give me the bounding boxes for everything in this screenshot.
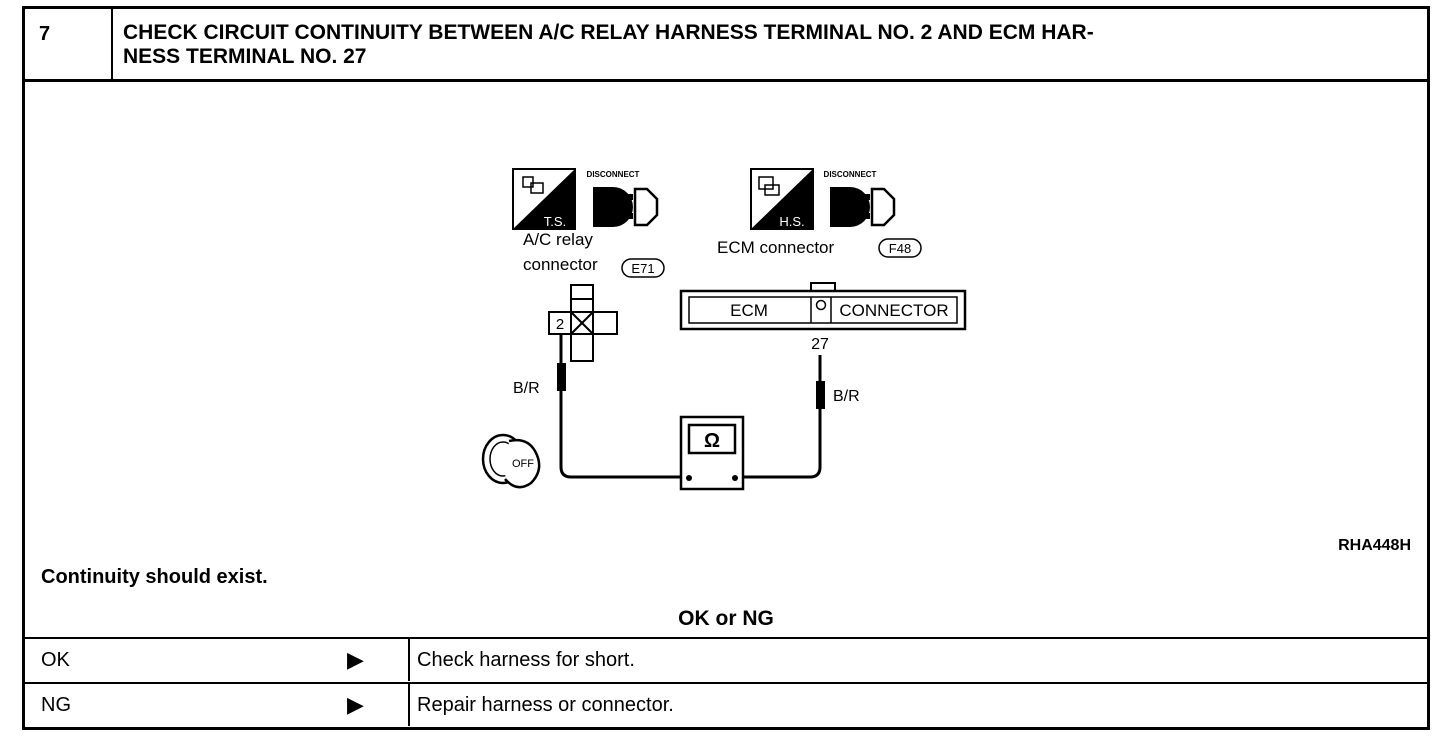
test-wires [559, 334, 822, 479]
hs-icon: H.S. [750, 168, 814, 230]
ts-label: T.S. [544, 214, 566, 229]
ecm-box-right: CONNECTOR [839, 301, 948, 320]
ecm-connector: ECM CONNECTOR 27 [679, 282, 967, 353]
step-number: 7 [25, 9, 113, 79]
wiring-diagram: T.S. DISCONNECT H.S. DISCONNECT A/C r [481, 168, 967, 491]
relay-connector: 2 [548, 284, 618, 362]
disconnect-label: DISCONNECT [824, 170, 877, 179]
column-divider [408, 639, 410, 681]
result-label: OK [41, 649, 70, 671]
spec-text: Continuity should exist. [41, 566, 268, 588]
ecm-terminal: 27 [811, 336, 829, 353]
ecm-code: F48 [889, 241, 911, 256]
ts-icon: T.S. [512, 168, 576, 230]
disconnect-icon: DISCONNECT [587, 170, 659, 227]
ignition-key-icon: OFF [481, 433, 541, 489]
key-label: OFF [512, 458, 534, 470]
procedure-frame: 7 CHECK CIRCUIT CONTINUITY BETWEEN A/C R… [22, 6, 1430, 730]
column-divider [408, 684, 410, 726]
ecm-box-left: ECM [730, 301, 768, 320]
result-row-ok: OK ▶ Check harness for short. [25, 637, 1427, 681]
disconnect-label: DISCONNECT [587, 170, 640, 179]
step-title: CHECK CIRCUIT CONTINUITY BETWEEN A/C REL… [123, 21, 1094, 68]
ohm-symbol: Ω [704, 430, 720, 452]
disconnect-icon: DISCONNECT [824, 170, 896, 227]
wire-color-right: B/R [833, 388, 860, 405]
figure-code: RHA448H [1338, 537, 1411, 554]
relay-label-2: connector [523, 255, 598, 274]
arrow-right-icon: ▶ [347, 692, 364, 717]
relay-code: E71 [631, 261, 654, 276]
wire-color-left: B/R [513, 380, 540, 397]
ecm-label: ECM connector [717, 238, 834, 257]
arrow-right-icon: ▶ [347, 647, 364, 672]
result-action: Repair harness or connector. [417, 694, 674, 716]
result-row-ng: NG ▶ Repair harness or connector. [25, 682, 1427, 726]
step-header: 7 CHECK CIRCUIT CONTINUITY BETWEEN A/C R… [25, 9, 1427, 82]
result-question: OK or NG [678, 607, 774, 630]
probe-right [816, 381, 825, 409]
result-action: Check harness for short. [417, 649, 635, 671]
probe-left [557, 363, 566, 391]
relay-label: A/C relay [523, 230, 593, 249]
ohmmeter-icon: Ω [679, 415, 745, 491]
hs-label: H.S. [779, 214, 804, 229]
result-label: NG [41, 694, 71, 716]
relay-terminal: 2 [556, 316, 564, 333]
